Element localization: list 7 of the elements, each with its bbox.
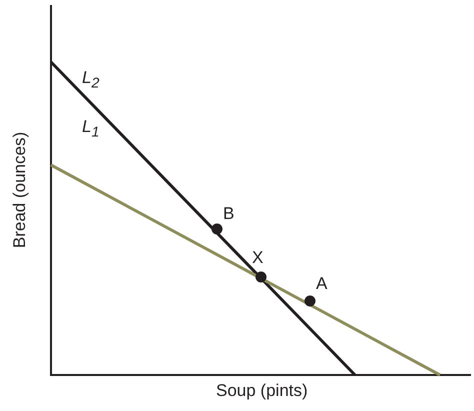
line-label: L$_{2}$: [82, 68, 100, 92]
line-label: L$_{1}$: [82, 117, 100, 140]
axis-title: Bread (ounces): [10, 132, 30, 248]
axis-title: Soup (pints): [216, 381, 308, 401]
point-label: A: [316, 274, 328, 294]
point-label: B: [223, 204, 234, 224]
point-label: X: [252, 248, 264, 268]
